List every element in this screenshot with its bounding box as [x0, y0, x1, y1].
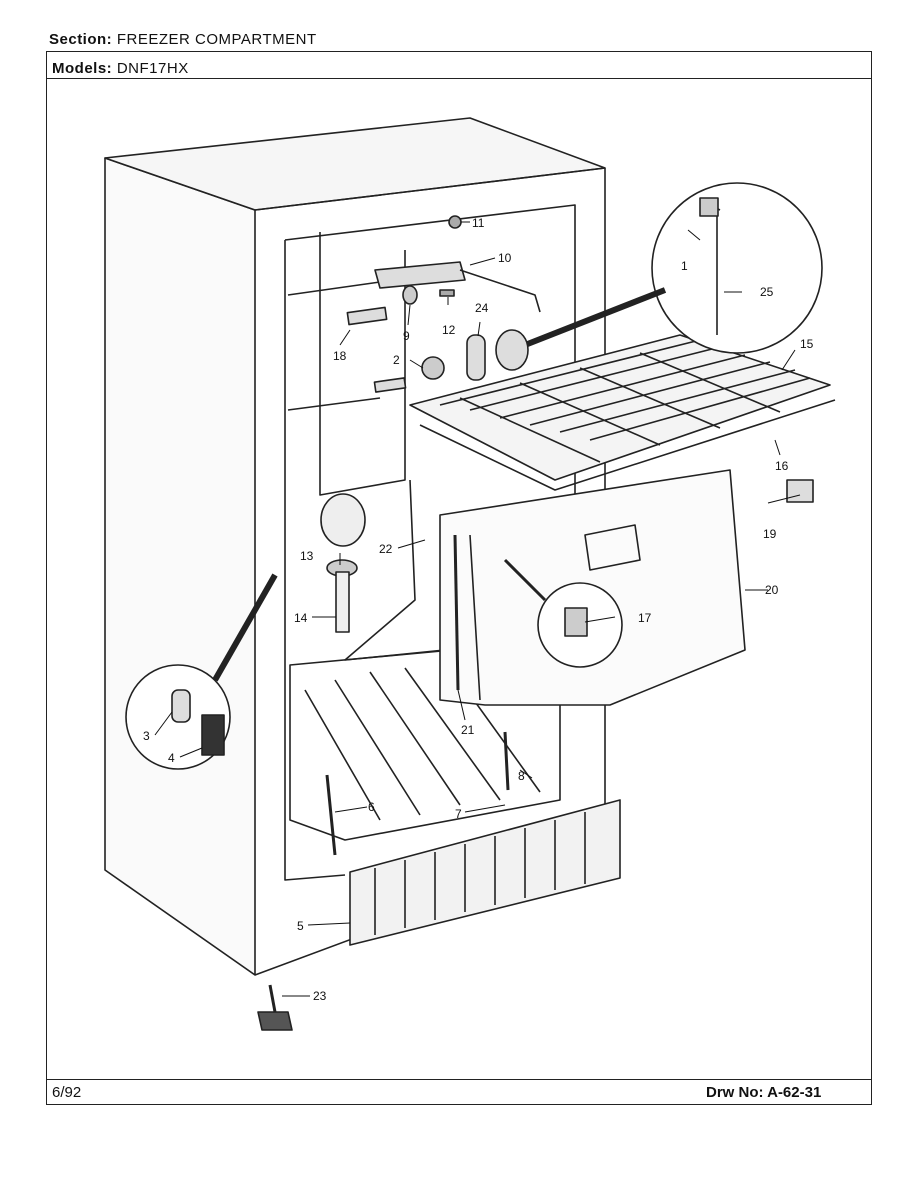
wire-shelf: [409, 334, 831, 481]
leveling-leg: [268, 984, 277, 1013]
models-key: Models:: [52, 60, 113, 77]
callout-24: 24: [475, 301, 489, 315]
callout-5: 5: [297, 919, 304, 933]
footer-rule: [46, 1079, 872, 1080]
footer-date: 6/92: [52, 1084, 82, 1101]
callout-6: 6: [368, 800, 375, 814]
callout-22: 22: [379, 542, 393, 556]
section-value: FREEZER COMPARTMENT: [116, 31, 317, 48]
callout-23: 23: [313, 989, 327, 1003]
callout-4: 4: [168, 751, 175, 765]
callout-3: 3: [143, 729, 150, 743]
callout-19: 19: [763, 527, 777, 541]
drawing-number: Drw No: A-62-31: [706, 1084, 822, 1101]
callout-1: 1: [681, 259, 688, 273]
cover-24: [466, 334, 486, 381]
drawing-frame: [46, 51, 872, 1105]
callout-11: 11: [472, 216, 485, 230]
section-heading: Section: FREEZER COMPARTMENT: [49, 31, 317, 48]
drain-hole: [320, 493, 366, 547]
pad-19: [786, 479, 814, 503]
header-rule: [46, 78, 872, 79]
callout-7: 7: [455, 807, 462, 821]
callout-25: 25: [760, 285, 774, 299]
cabinet-shell: [104, 157, 256, 976]
callout-21: 21: [461, 723, 475, 737]
models-value: DNF17HX: [116, 60, 189, 77]
callout-8: 8: [518, 769, 525, 783]
toe-grille: [349, 799, 621, 946]
models-heading: Models: DNF17HX: [52, 60, 189, 77]
callout-17: 17: [638, 611, 652, 625]
callout-18: 18: [333, 349, 347, 363]
callout-16: 16: [775, 459, 789, 473]
inset-thermostat: [651, 182, 823, 354]
callout-12: 12: [442, 323, 456, 337]
callout-2: 2: [393, 353, 400, 367]
callout-14: 14: [294, 611, 308, 625]
bracket-10: [374, 261, 466, 289]
drain-tube: [335, 571, 350, 633]
knob-2: [421, 356, 445, 380]
callout-20: 20: [765, 583, 779, 597]
vent-housing: [495, 329, 529, 371]
part-18-rail: [346, 306, 388, 326]
callout-13: 13: [300, 549, 314, 563]
callout-10: 10: [498, 251, 512, 265]
section-key: Section:: [49, 31, 113, 48]
shelf-front: [419, 399, 836, 491]
callout-15: 15: [800, 337, 814, 351]
part-12: [439, 289, 455, 297]
light-9: [402, 285, 418, 305]
callout-9: 9: [403, 329, 410, 343]
shelf-rail-upper: [287, 281, 381, 411]
knob-11: [448, 215, 462, 229]
